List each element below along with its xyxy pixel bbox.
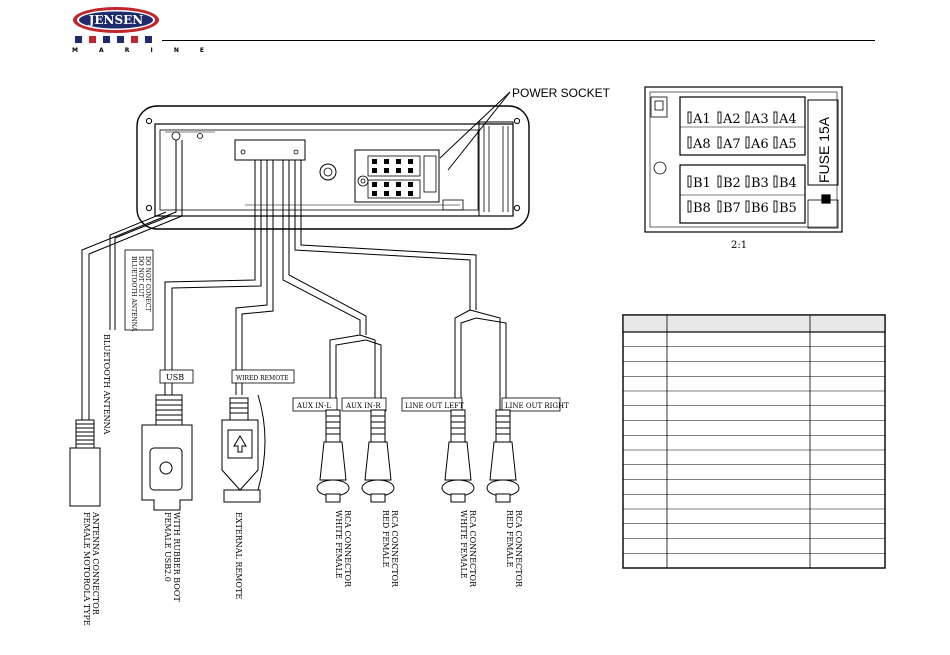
power-socket-leader (447, 91, 511, 171)
caption-line: RED FEMALE (505, 510, 514, 567)
pin-label: A7 (722, 137, 741, 152)
power-socket-pins (372, 159, 413, 196)
aux-r-tag: AUX IN-R (345, 402, 381, 410)
head-unit (136, 105, 530, 230)
usb-caption: FEMALE USB2.0 WITH RUBBER BOOT (163, 512, 181, 602)
pin-label: A5 (778, 137, 797, 152)
remote-caption: EXTERNAL REMOTE (234, 512, 243, 599)
rca-tags: AUX IN-L AUX IN-R LINE OUT LEFT LINE OUT… (292, 397, 569, 412)
scale-label: 2:1 (731, 240, 747, 251)
wired-remote-tag: WIRED REMOTE (236, 375, 289, 382)
jensen-logo: JENSEN (73, 7, 159, 33)
wired-remote-tag-box (231, 369, 295, 384)
power-socket-label: POWER SOCKET (512, 86, 611, 100)
rca-connector (316, 409, 350, 503)
pin-label: B7 (723, 201, 741, 216)
power-socket-leader (439, 91, 511, 159)
brand-name: JENSEN (88, 13, 144, 27)
caption-line: RCA CONNECTOR (514, 510, 523, 588)
pin-markers (687, 111, 778, 213)
pin-label: B1 (693, 176, 711, 191)
antenna-connector (69, 419, 101, 507)
bluetooth-antenna-label: BLUETOOTH ANTENNA (102, 334, 111, 435)
rca-connector (361, 409, 395, 503)
rca-connector (486, 409, 520, 503)
header-square (117, 36, 124, 43)
antenna-caption: FEMALE MOTOROLA TYPE ANTENNA CONNECTOR (82, 511, 100, 626)
line-out-left-tag: LINE OUT LEFT (405, 402, 464, 410)
fuse-label: FUSE 15A (816, 116, 832, 183)
pin-table-rows (623, 346, 885, 554)
pin-label: A4 (778, 112, 797, 127)
connector-face-labels: A1 A2 A3 A4 A8 A7 A6 A5 B1 B2 B3 B4 B8 B… (692, 112, 797, 216)
usb-tag: USB (166, 373, 184, 382)
caption-line: WHITE FEMALE (459, 510, 468, 579)
header-square (145, 36, 152, 43)
rca-connector (441, 409, 475, 503)
pin-label: A8 (692, 137, 711, 152)
header-rule (162, 40, 875, 41)
out-white-caption: WHITE FEMALE RCA CONNECTOR (459, 510, 477, 588)
pin-label: B3 (751, 176, 769, 191)
connector-face (644, 86, 843, 233)
remote-connector (221, 394, 266, 503)
pin-label: A3 (750, 112, 769, 127)
caption-line: WHITE FEMALE (334, 510, 343, 579)
header-square (131, 36, 138, 43)
caption-line: RCA CONNECTOR (468, 510, 477, 588)
aux-white-caption: WHITE FEMALE RCA CONNECTOR (334, 510, 352, 588)
caption-line: FEMALE MOTOROLA TYPE (82, 512, 91, 626)
pin-label: B5 (779, 201, 797, 216)
caption-line: RCA CONNECTOR (343, 510, 352, 588)
caption-line: WITH RUBBER BOOT (172, 512, 181, 602)
cables (81, 140, 507, 420)
pin-label: A1 (692, 112, 711, 127)
header-square (89, 36, 96, 43)
caption-line: RCA CONNECTOR (390, 510, 399, 588)
header-square (75, 36, 82, 43)
caption-line: RED FEMALE (381, 510, 390, 567)
bluetooth-note-line: DO NOT CONECT (144, 256, 151, 311)
pin-label: B8 (693, 201, 711, 216)
caption-line: FEMALE USB2.0 (163, 512, 172, 582)
aux-red-caption: RED FEMALE RCA CONNECTOR (381, 510, 399, 588)
aux-l-tag: AUX IN-L (296, 402, 331, 410)
usb-connector (141, 394, 193, 511)
bluetooth-note-line: BLUETOOTH ANTENNA (130, 256, 137, 332)
bluetooth-note-line: DO NOT CUT (137, 256, 144, 297)
out-red-caption: RED FEMALE RCA CONNECTOR (505, 510, 523, 588)
pin-label: B4 (779, 176, 797, 191)
bluetooth-note-box (124, 249, 154, 331)
brand-subtitle: M A R I N E (72, 47, 214, 54)
line-out-right-tag: LINE OUT RIGHT (505, 402, 569, 410)
caption-line: ANTENNA CONNECTOR (91, 511, 100, 616)
bluetooth-note: BLUETOOTH ANTENNA DO NOT CUT DO NOT CONE… (130, 256, 151, 332)
pin-label: A6 (750, 137, 769, 152)
header-squares (75, 36, 152, 43)
pin-label: B6 (751, 201, 769, 216)
pin-label: A2 (722, 112, 741, 127)
header-square (103, 36, 110, 43)
rca-connectors (316, 409, 520, 503)
pin-label: B2 (723, 176, 741, 191)
pin-table (622, 314, 886, 569)
usb-tag-box (159, 369, 194, 384)
